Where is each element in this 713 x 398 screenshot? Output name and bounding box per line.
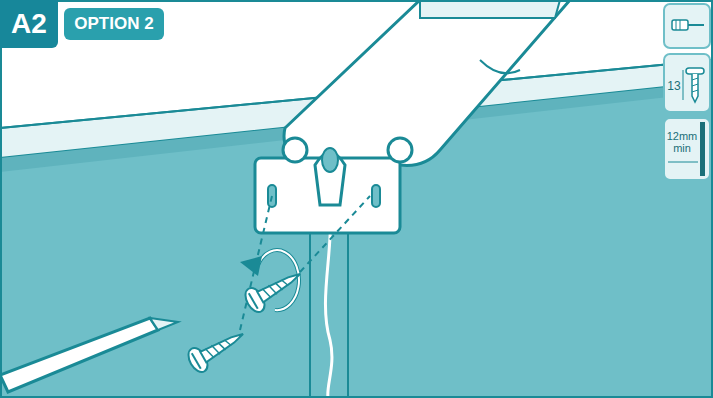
min-thickness: 12mm min <box>666 126 698 158</box>
node-text: A2 <box>11 9 47 40</box>
node-text: OPTION 2 <box>74 15 153 34</box>
node-text: 12mm min <box>666 130 698 154</box>
screw-length: 13 <box>664 76 684 98</box>
option-badge: OPTION 2 <box>64 8 164 40</box>
screwdriver-icon <box>672 20 704 30</box>
step-badge: A2 <box>0 0 58 48</box>
node-text: 13 <box>667 80 680 93</box>
screw-icon <box>683 68 704 102</box>
